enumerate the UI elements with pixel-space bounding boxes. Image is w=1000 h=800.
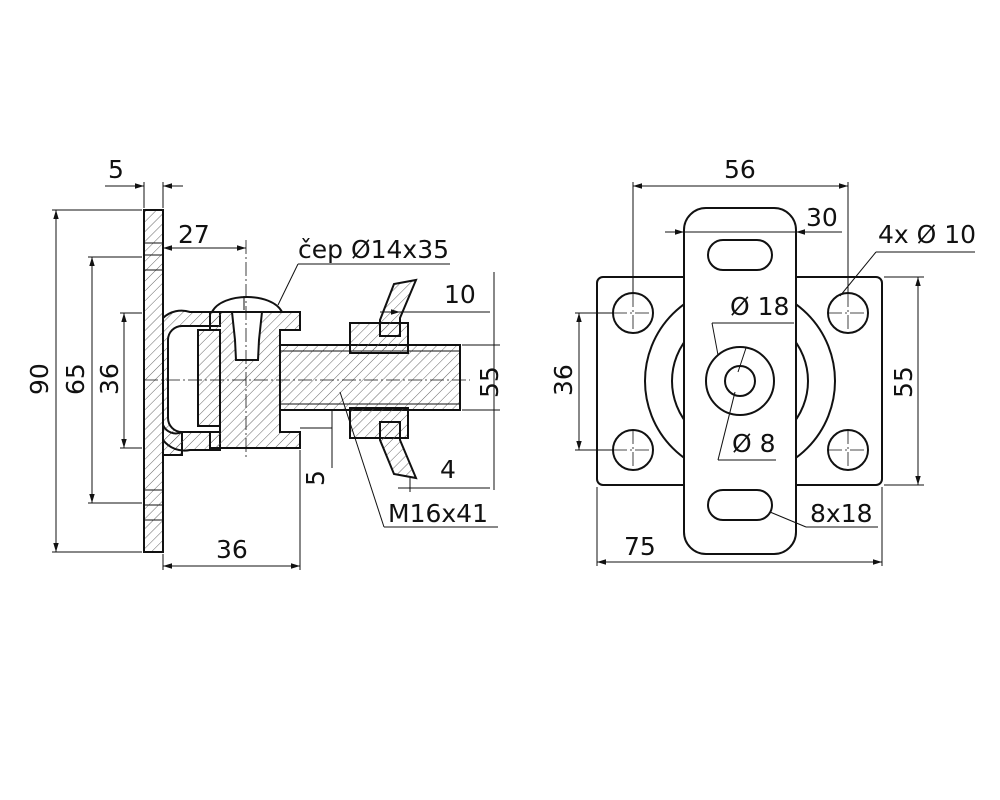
plate-slot-marks	[144, 242, 163, 521]
threaded-shaft	[279, 344, 461, 411]
mounting-plate	[143, 209, 164, 553]
dim-plate-thickness: 5	[105, 155, 183, 208]
label-18: Ø 18	[730, 292, 789, 321]
label-5-top: 5	[108, 155, 124, 184]
label-slot: 8x18	[810, 499, 873, 528]
front-view: 56 30 4x Ø 10 Ø 18 Ø 8	[549, 155, 976, 566]
label-65: 65	[61, 363, 90, 395]
dim-height-holes: 65	[61, 256, 142, 504]
label-36-right: 36	[549, 364, 578, 396]
dim-plate-height: 55	[884, 276, 924, 486]
dim-slot: 8x18	[769, 499, 878, 528]
dim-hole-spacing-h: 56	[632, 155, 849, 293]
label-27: 27	[178, 220, 210, 249]
label-4: 4	[440, 455, 456, 484]
label-90: 90	[25, 363, 54, 395]
label-75: 75	[624, 532, 656, 561]
slot-bottom	[707, 489, 773, 521]
dim-holes: 4x Ø 10	[839, 220, 976, 297]
dim-hole-dia: Ø 8	[717, 347, 776, 461]
dim-pin-offset: 27	[163, 220, 246, 251]
label-55-right: 55	[889, 366, 918, 398]
dim-nut-width: 10	[380, 280, 490, 315]
dim-plate-width: 75	[596, 487, 883, 566]
label-holes: 4x Ø 10	[878, 220, 976, 249]
dim-strip-width: 30	[665, 203, 842, 235]
pin-head	[210, 296, 284, 313]
u-bracket-lower	[162, 424, 221, 452]
dim-gap-5: 5	[300, 410, 333, 486]
label-5-lower: 5	[301, 470, 330, 486]
bushing	[197, 329, 221, 427]
label-8: Ø 8	[732, 429, 776, 458]
upper-flange	[379, 278, 418, 337]
lower-flange	[379, 421, 418, 480]
dim-flange-4: 4	[398, 455, 490, 492]
label-pin-spec: čep Ø14x35	[298, 235, 449, 264]
label-30: 30	[806, 203, 838, 232]
label-36-bottom: 36	[216, 535, 248, 564]
hub-hole	[724, 365, 756, 397]
dim-height-total: 90	[25, 209, 142, 553]
dim-thread-spec: M16x41	[339, 391, 498, 528]
label-36-left: 36	[95, 363, 124, 395]
dim-height-inner: 36	[95, 312, 142, 449]
label-55-left: 55	[475, 366, 504, 398]
dim-depth-36: 36	[162, 450, 301, 570]
dim-hole-spacing-v: 36	[549, 312, 613, 451]
label-thread: M16x41	[388, 499, 488, 528]
side-section-view: 5 27 čep Ø14x35 10 90	[25, 155, 504, 570]
dim-boss-dia: Ø 18	[711, 292, 794, 356]
pin-recess	[230, 311, 264, 361]
mounting-holes	[612, 292, 869, 471]
dim-shaft-height: 55	[462, 272, 504, 490]
dim-pin-spec: čep Ø14x35	[277, 235, 450, 306]
label-10: 10	[444, 280, 476, 309]
slot-top	[707, 239, 773, 271]
label-56: 56	[724, 155, 756, 184]
